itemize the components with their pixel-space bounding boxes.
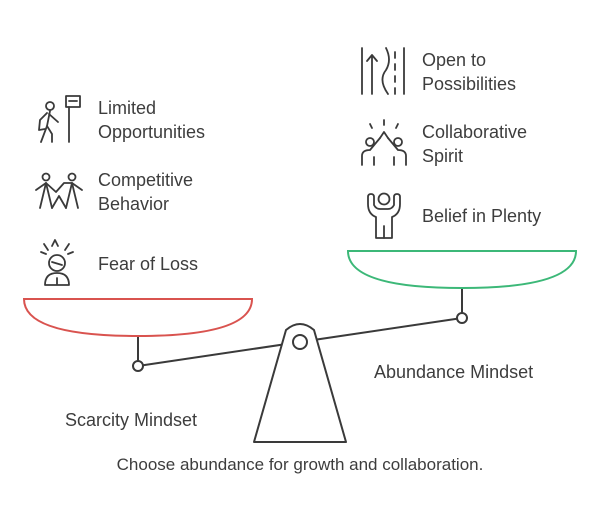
left-item-label-line2: Opportunities: [98, 122, 206, 142]
high-five-icon: [361, 119, 407, 166]
right-item-label-line1: Belief in Plenty: [422, 206, 542, 226]
right-beam-end: [456, 312, 468, 324]
scarcity-pan: [22, 298, 254, 338]
right-item-label-line2: Spirit: [422, 146, 464, 166]
right-item-label-line2: Possibilities: [422, 74, 517, 94]
left-item-label-line1: Limited: [98, 98, 157, 118]
hiker-signpost-icon: [38, 95, 81, 143]
right-item-collaborative-spirit: Collaborative Spirit: [422, 120, 527, 168]
left-item-competitive-behavior: Competitive Behavior: [98, 168, 193, 216]
left-item-fear-of-loss: Fear of Loss: [98, 252, 198, 276]
diagram-caption: Choose abundance for growth and collabor…: [116, 455, 484, 474]
fulcrum-pivot: [292, 334, 308, 350]
left-beam-end: [132, 360, 144, 372]
left-item-label-line2: Behavior: [98, 194, 170, 214]
left-item-label-line1: Fear of Loss: [98, 254, 199, 274]
abundance-mindset-title: Abundance Mindset: [374, 362, 534, 382]
competing-people-icon: [35, 172, 83, 209]
right-item-label-line1: Open to: [422, 50, 487, 70]
left-item-limited-opportunities: Limited Opportunities: [98, 96, 205, 144]
left-item-label-line1: Competitive: [98, 170, 194, 190]
scarcity-mindset-title: Scarcity Mindset: [65, 410, 198, 430]
stressed-person-icon: [40, 239, 74, 286]
abundance-pan: [346, 250, 578, 290]
scale-fulcrum: [253, 323, 347, 443]
open-road-icon: [361, 47, 405, 95]
right-item-label-line1: Collaborative: [422, 122, 528, 142]
right-item-belief-in-plenty: Belief in Plenty: [422, 204, 541, 228]
right-item-open-to-possibilities: Open to Possibilities: [422, 48, 516, 96]
cheering-person-icon: [367, 192, 401, 239]
